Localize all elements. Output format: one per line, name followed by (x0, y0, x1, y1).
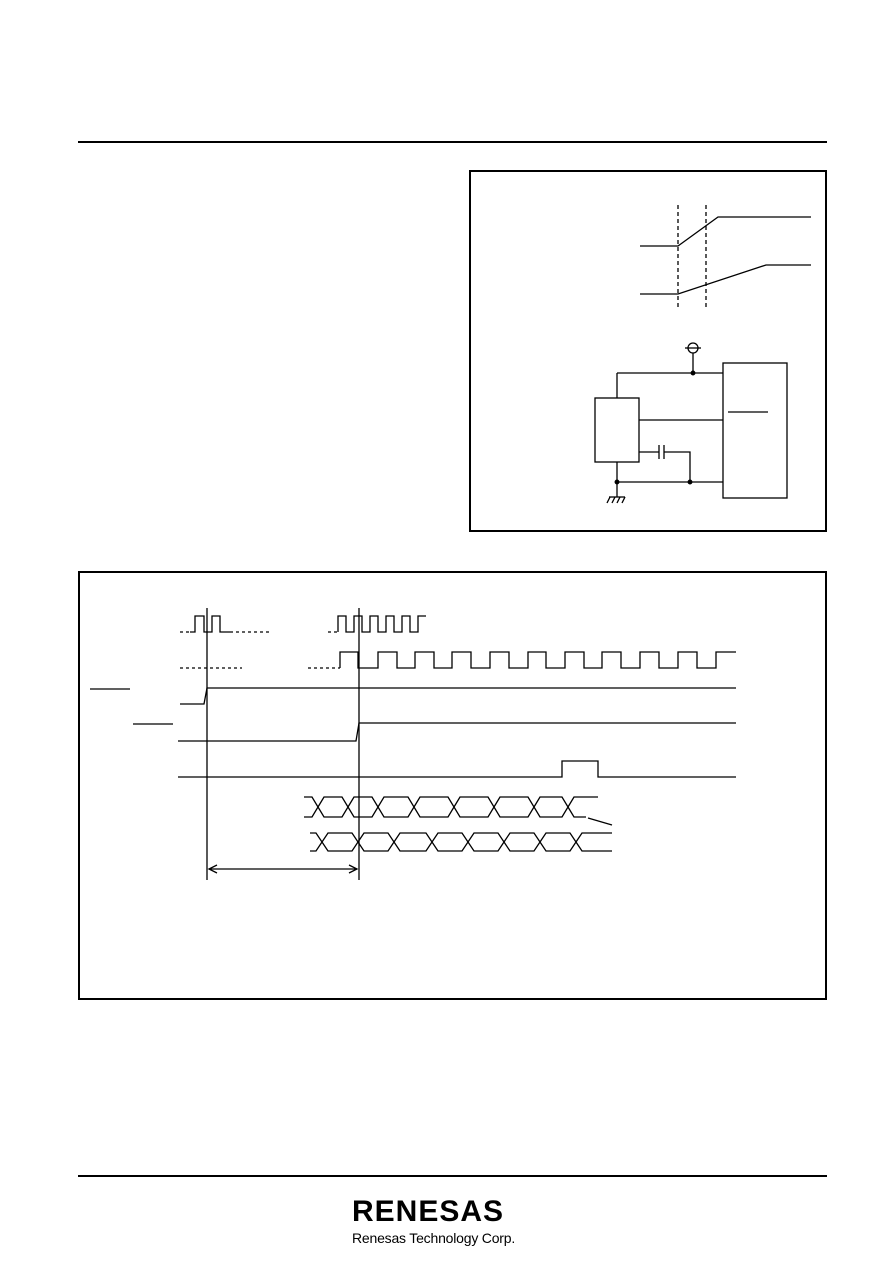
footer-rule (78, 1175, 827, 1177)
logo-wordmark: RENESAS (352, 1195, 505, 1228)
power-on-waveform (640, 205, 811, 310)
vcc-rise-trace (640, 216, 811, 247)
reset-rise-trace (640, 264, 811, 295)
mcu-block (722, 362, 788, 499)
company-name: Renesas Technology Corp. (352, 1230, 516, 1246)
reset-timing-figure-box (78, 571, 827, 1000)
interval-arrowhead-left (207, 864, 218, 874)
interval-arrowhead-right (348, 864, 359, 874)
renesas-logo: RENESAS Renesas Technology Corp. (352, 1197, 552, 1247)
reset-schematic (594, 342, 788, 504)
callout-leader (587, 817, 613, 826)
internal-clock-trace (180, 651, 736, 669)
header-rule (78, 141, 827, 143)
pulse-trace (178, 760, 736, 778)
reset-trace (180, 687, 736, 705)
address-bus-trace (304, 796, 598, 818)
rst-signal-trace (178, 722, 736, 742)
reset-circuit-figure-box (469, 170, 827, 532)
xin-clock-trace (180, 615, 426, 633)
data-bus-trace (310, 832, 612, 852)
